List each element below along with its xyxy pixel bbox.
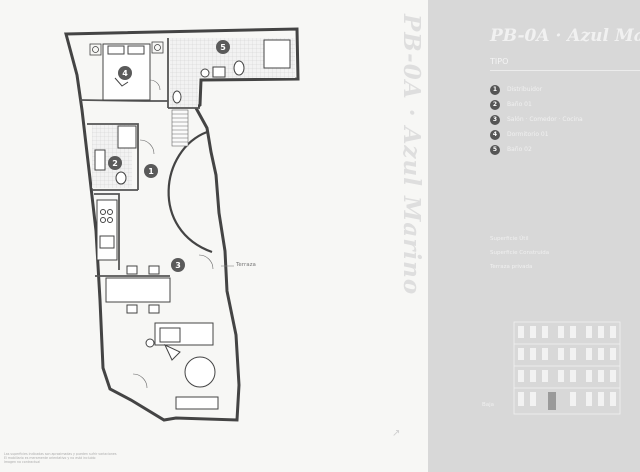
footnote-line: Imagen no contractual (4, 460, 41, 464)
floor-plan-drawing (64, 27, 300, 422)
sofa-set (145, 322, 216, 388)
stairs (171, 109, 189, 147)
legend-row: 4 Dormitorio 01 (490, 127, 583, 142)
nightstand-lamp (89, 41, 164, 56)
panel-tipo: TIPO (490, 57, 509, 66)
doors (132, 79, 214, 389)
footnote: Las superficies indicadas son aproximada… (4, 452, 204, 464)
footnote-line: El mobiliario es meramente orientativo y… (4, 456, 96, 460)
legend-number: 2 (490, 99, 500, 110)
legend-row: 5 Baño 02 (490, 142, 583, 157)
room-badge-3: 3 (171, 258, 185, 272)
divider (490, 70, 640, 71)
surfaces-list: Superficie Útil Superficie Construida Te… (490, 236, 549, 278)
surface-row: Terraza privada (490, 264, 533, 270)
surface-row: Superficie Construida (490, 250, 550, 256)
panel-title: PB-0A · Azul Ma (490, 26, 640, 46)
dining-table (105, 265, 171, 314)
footnote-line: Las superficies indicadas son aproximada… (4, 452, 117, 456)
curved-wall (167, 130, 213, 254)
room-badge-2: 2 (108, 156, 122, 170)
room-badge-4: 4 (118, 66, 132, 80)
legend-label: Baño 01 (507, 101, 532, 108)
room-legend: 1 Distribuidor 2 Baño 01 3 Salón · Comed… (490, 82, 583, 157)
floor-level-label: Baja (482, 402, 495, 408)
floor-plan: 1 2 3 4 5 Terraza Las superficies indica… (4, 27, 300, 464)
bath2-fixtures (172, 39, 291, 104)
legend-row: 3 Salón · Comedor · Cocina (490, 112, 583, 127)
legend-label: Baño 02 (507, 146, 532, 153)
info-panel: PB-0A · Azul Ma TIPO 1 Distribuidor 2 Ba… (428, 0, 640, 472)
legend-row: 1 Distribuidor (490, 82, 583, 97)
bottom-bench (175, 396, 219, 410)
vertical-title: PB-0A · Azul Marino (398, 14, 425, 296)
legend-number: 1 (490, 84, 500, 95)
legend-number: 4 (490, 129, 500, 140)
room-badge-5: 5 (216, 40, 230, 54)
surface-row: Superficie Útil (490, 236, 529, 242)
bath1-fixtures (94, 125, 137, 185)
legend-label: Distribuidor (507, 86, 543, 93)
legend-row: 2 Baño 01 (490, 97, 583, 112)
bed (102, 43, 151, 101)
interior-walls (79, 38, 200, 277)
building-elevation (513, 321, 621, 415)
legend-label: Dormitorio 01 (507, 131, 549, 138)
legend-number: 5 (490, 144, 500, 155)
legend-label: Salón · Comedor · Cocina (507, 116, 583, 123)
room-badge-1: 1 (144, 164, 158, 178)
terrace-label: Terraza (236, 262, 256, 268)
legend-number: 3 (490, 114, 500, 125)
arrow-icon: ↗ (392, 428, 401, 439)
kitchen-counter (96, 199, 118, 261)
